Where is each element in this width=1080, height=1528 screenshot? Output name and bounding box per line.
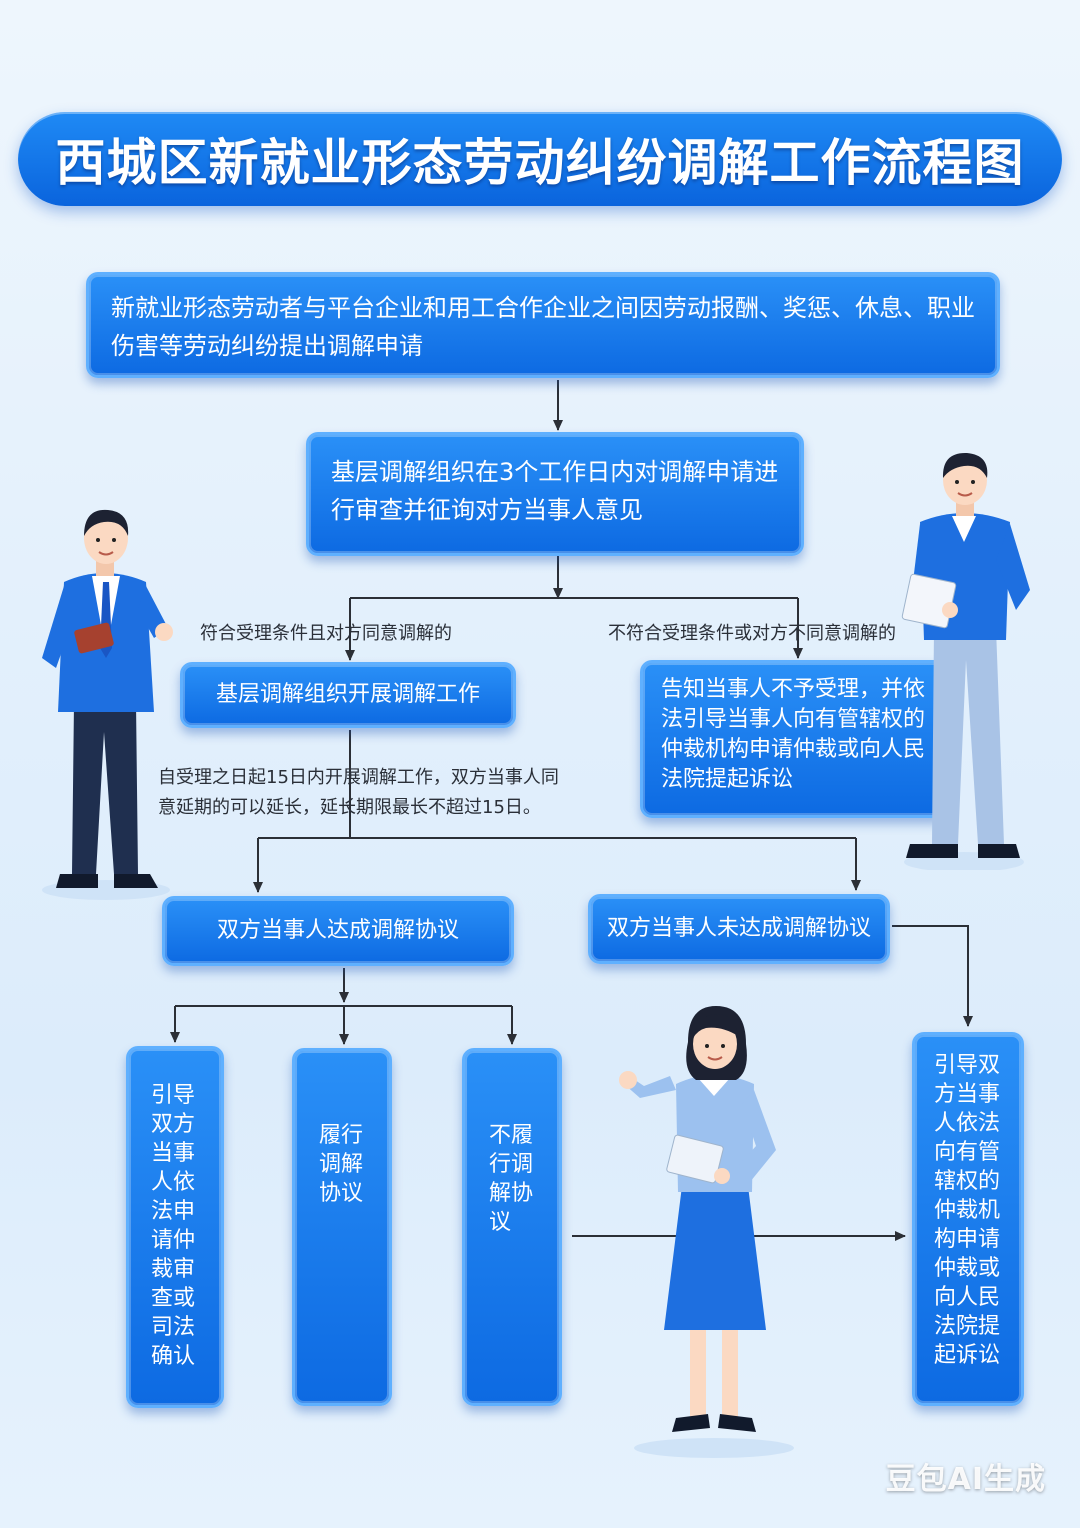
step-review: 基层调解组织在3个工作日内对调解申请进行审查并征询对方当事人意见 (306, 432, 804, 556)
step-review-text: 基层调解组织在3个工作日内对调解申请进行审查并征询对方当事人意见 (331, 458, 779, 524)
step-perform-text: 履行调解协议 (319, 1123, 364, 1206)
step-judicial-confirm: 引导双方当事人依法申请仲裁审查或司法确认 (126, 1046, 224, 1408)
step-not-perform: 不履行调解协议 (462, 1048, 562, 1406)
man-right-illustration (901, 452, 1030, 870)
arrow-not-agreed-to-arbitration (892, 925, 973, 1027)
step-agreed-text: 双方当事人达成调解协议 (216, 918, 459, 943)
title-banner: 西城区新就业形态劳动纠纷调解工作流程图 (18, 112, 1062, 206)
label-eligible: 符合受理条件且对方同意调解的 (200, 623, 452, 644)
step-reject: 告知当事人不予受理，并依法引导当事人向有管辖权的仲裁机构申请仲裁或向人民法院提起… (640, 660, 948, 818)
label-deadline-line2: 意延期的可以延长，延长期限最长不超过15日。 (158, 797, 541, 818)
step-not-agreed: 双方当事人未达成调解协议 (588, 894, 890, 964)
step-arbitration: 引导双方当事人依法向有管辖权的仲裁机构申请仲裁或向人民法院提起诉讼 (912, 1032, 1024, 1406)
step-arbitration-text: 引导双方当事人依法向有管辖权的仲裁机构申请仲裁或向人民法院提起诉讼 (934, 1053, 1001, 1368)
step-perform: 履行调解协议 (292, 1048, 392, 1406)
step-not-agreed-text: 双方当事人未达成调解协议 (606, 916, 871, 941)
page-title: 西城区新就业形态劳动纠纷调解工作流程图 (55, 134, 1025, 192)
step-not-perform-text: 不履行调解协议 (489, 1123, 534, 1235)
label-ineligible: 不符合受理条件或对方不同意调解的 (608, 623, 896, 644)
step-agreed: 双方当事人达成调解协议 (162, 896, 514, 966)
ai-watermark: 豆包AI生成 (885, 1462, 1046, 1497)
step-apply-text: 新就业形态劳动者与平台企业和用工合作企业之间因劳动报酬、奖惩、休息、职业伤害等劳… (111, 294, 975, 360)
step-apply: 新就业形态劳动者与平台企业和用工合作企业之间因劳动报酬、奖惩、休息、职业伤害等劳… (86, 272, 1000, 378)
woman-illustration (619, 1006, 794, 1458)
step-judicial-confirm-text: 引导双方当事人依法申请仲裁审查或司法确认 (151, 1083, 196, 1369)
step-reject-text: 告知当事人不予受理，并依法引导当事人向有管辖权的仲裁机构申请仲裁或向人民法院提起… (661, 677, 926, 792)
label-deadline-line1: 自受理之日起15日内开展调解工作，双方当事人同 (158, 767, 559, 788)
step-mediate: 基层调解组织开展调解工作 (180, 662, 516, 728)
man-left-illustration (42, 509, 173, 900)
step-mediate-text: 基层调解组织开展调解工作 (215, 682, 480, 707)
